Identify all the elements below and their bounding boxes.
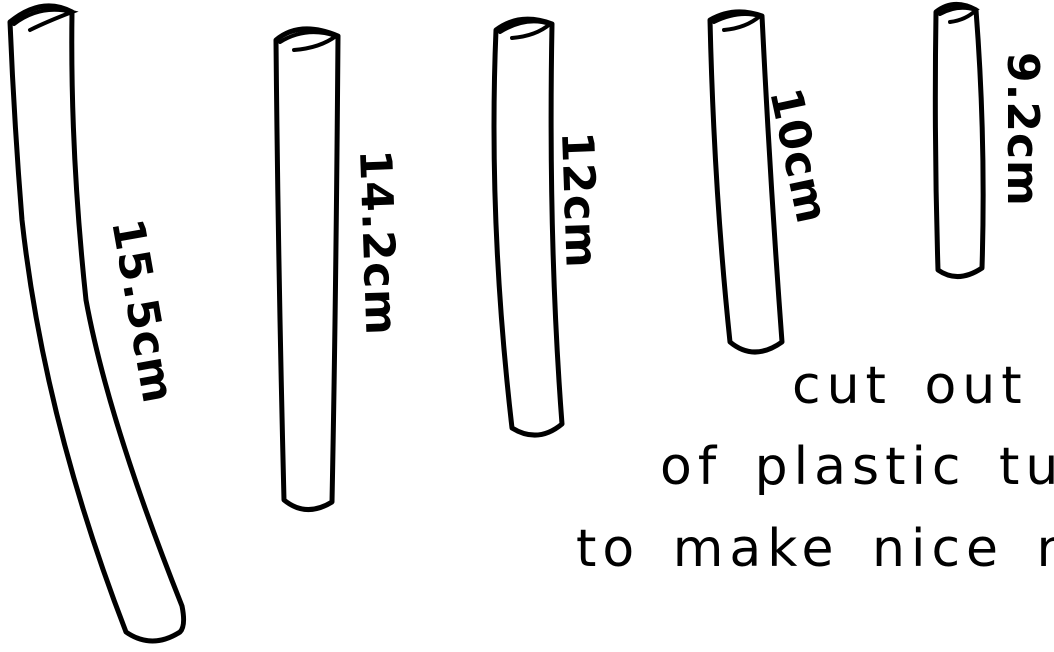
tube-3-length-label: 12cm: [551, 131, 607, 270]
tube-5-body: [935, 4, 983, 276]
tube-1-length-label: 15.5cm: [101, 215, 184, 408]
caption-line-1: cut out: [792, 356, 1028, 416]
tube-2-length-label: 14.2cm: [349, 149, 406, 337]
tube-4: 10cm: [710, 12, 838, 352]
tube-5-length-label: 9.2cm: [997, 52, 1048, 207]
tube-5: 9.2cm: [935, 4, 1048, 276]
tube-4-body: [710, 12, 782, 352]
tube-3: 12cm: [494, 19, 607, 435]
tube-2-body: [276, 29, 338, 510]
tube-2: 14.2cm: [276, 29, 406, 510]
tube-3-body: [494, 19, 562, 435]
caption-line-3: to make nice ne: [576, 519, 1054, 579]
tube-1: 15.5cm: [10, 6, 184, 641]
caption: cut out of plastic tu to make nice ne: [576, 356, 1054, 579]
caption-line-2: of plastic tu: [660, 437, 1054, 497]
